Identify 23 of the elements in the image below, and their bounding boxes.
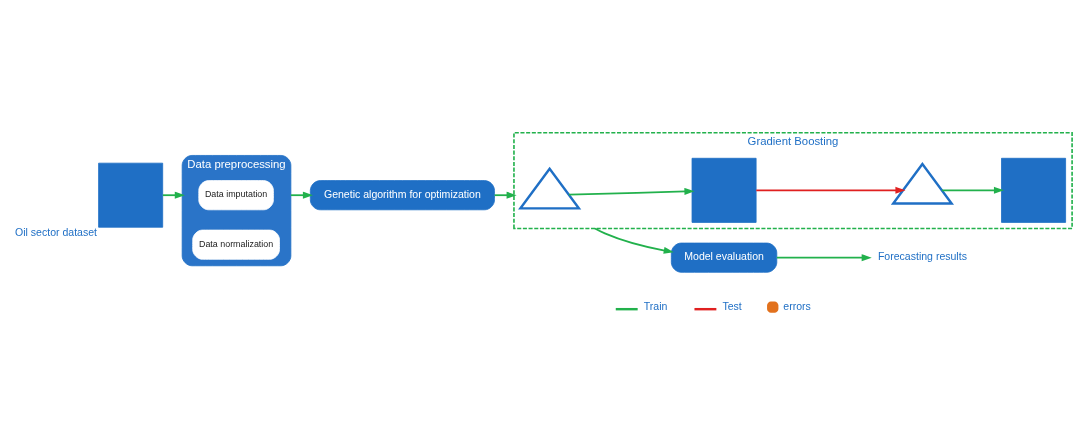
arrow bbox=[775, 254, 872, 262]
node-box: Data normalization bbox=[192, 229, 280, 260]
legend-label: Train bbox=[643, 299, 668, 312]
legend-label: Test bbox=[722, 299, 742, 312]
node-picture bbox=[890, 161, 955, 205]
node-box: Model evaluation bbox=[670, 242, 778, 273]
node-box: Data imputation bbox=[198, 180, 274, 211]
node-box: Genetic algorithm for optimization bbox=[309, 180, 495, 211]
node-text: Forecasting results bbox=[877, 250, 967, 263]
node-box bbox=[1001, 157, 1066, 223]
node-picture bbox=[518, 166, 582, 210]
node-box bbox=[691, 157, 757, 223]
arrow bbox=[594, 227, 674, 254]
arrow bbox=[289, 191, 313, 199]
arrow bbox=[162, 191, 185, 199]
arrow bbox=[941, 186, 1004, 194]
node-label: Oil sector dataset bbox=[15, 225, 97, 238]
cluster: Gradient Boosting bbox=[513, 131, 1073, 230]
legend-label: errors bbox=[783, 299, 811, 312]
arrow bbox=[755, 186, 906, 194]
node-box bbox=[98, 162, 164, 228]
arrow bbox=[493, 191, 517, 199]
arrow bbox=[568, 187, 695, 196]
